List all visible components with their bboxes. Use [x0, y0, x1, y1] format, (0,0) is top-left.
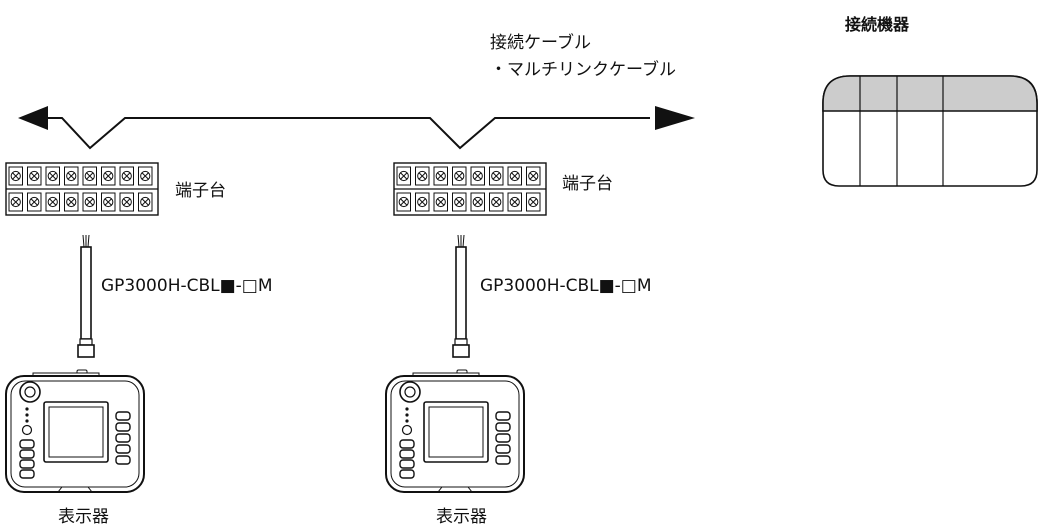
terminal-block-label-1: 端子台: [175, 181, 226, 201]
terminal-block-1: [5, 162, 159, 216]
plc-device-icon: [822, 75, 1038, 187]
terminal-block-label-2: 端子台: [562, 174, 613, 194]
display-label-1: 表示器: [58, 507, 109, 527]
display-label-2: 表示器: [436, 507, 487, 527]
cable-label-2: GP3000H-CBL■-□M: [480, 276, 652, 296]
cable-item: ・マルチリンクケーブル: [490, 59, 676, 80]
arrow-left-icon: [18, 106, 48, 130]
cable-label-1: GP3000H-CBL■-□M: [101, 276, 273, 296]
multilink-bus-line: [18, 106, 695, 150]
display-unit-1: [5, 369, 145, 493]
cable-1: [77, 234, 95, 358]
cable-2: [452, 234, 470, 358]
arrow-right-icon: [655, 106, 695, 130]
terminal-block-2: [393, 162, 547, 216]
cable-title: 接続ケーブル: [490, 32, 591, 53]
device-title: 接続機器: [845, 15, 910, 34]
display-unit-2: [385, 369, 525, 493]
